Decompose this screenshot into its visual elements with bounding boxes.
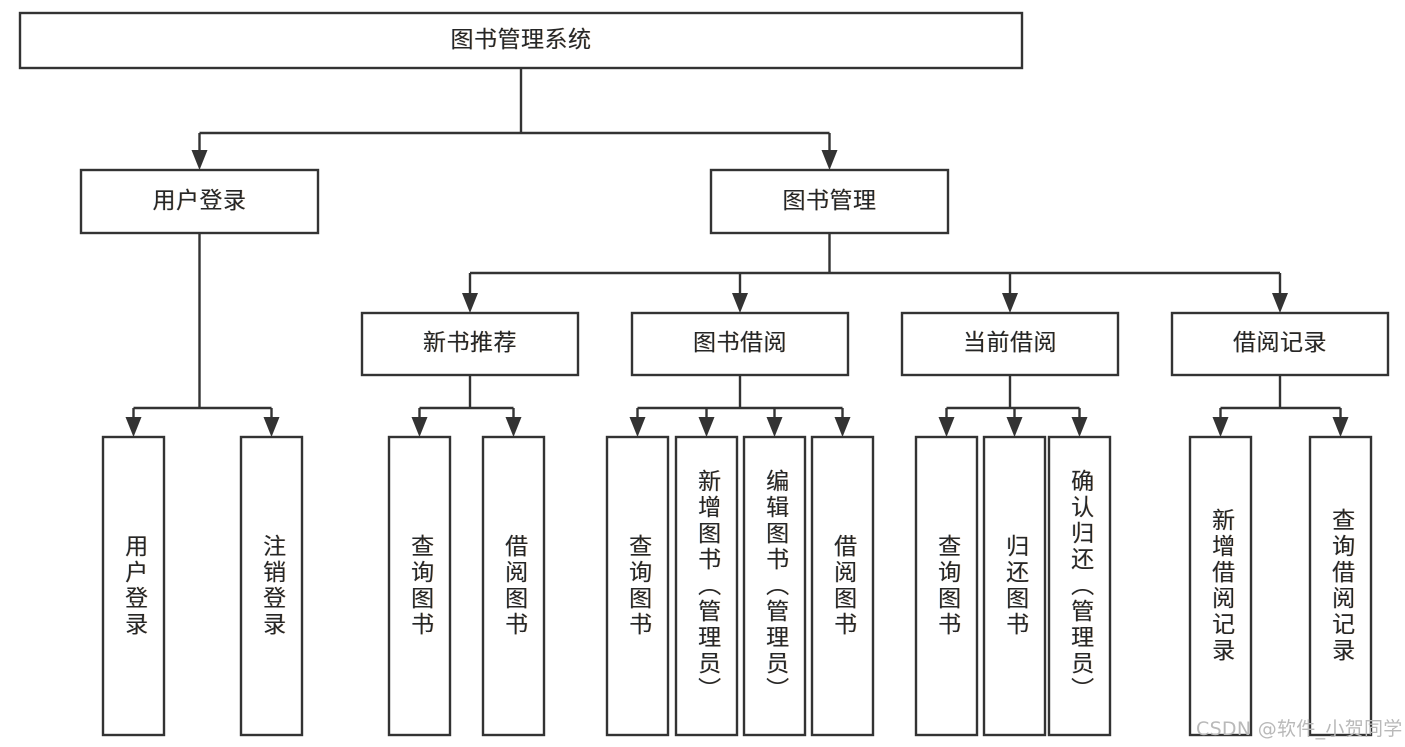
arrow-head-icon-leaf-rec-borrow xyxy=(505,417,522,437)
node-box-leaf-rec-borrow[interactable] xyxy=(481,435,546,737)
node-box-leaf-current-confirm[interactable] xyxy=(1047,435,1112,737)
arrow-head-icon-leaf-user-login xyxy=(125,417,142,437)
node-box-leaf-borrow-edit[interactable] xyxy=(742,435,807,737)
node-box-book-manage[interactable] xyxy=(709,168,950,235)
node-box-leaf-borrow-lend[interactable] xyxy=(810,435,875,737)
arrow-head-icon-book-borrow xyxy=(732,293,748,313)
arrow-head-icon-leaf-borrow-lend xyxy=(834,417,851,437)
arrow-head-icon-leaf-current-query xyxy=(938,417,955,437)
arrow-head-icon-leaf-borrow-edit xyxy=(766,417,783,437)
node-box-current-borrow[interactable] xyxy=(900,311,1120,377)
node-box-root[interactable] xyxy=(18,11,1024,70)
arrow-head-icon-leaf-record-add xyxy=(1212,417,1229,437)
node-box-leaf-rec-query[interactable] xyxy=(387,435,452,737)
arrow-head-icon-leaf-borrow-query xyxy=(629,417,646,437)
boxes-layer xyxy=(18,11,1390,737)
node-box-leaf-borrow-add[interactable] xyxy=(674,435,739,737)
arrow-head-icon-new-book-rec xyxy=(462,293,478,313)
connectors-layer xyxy=(125,68,1349,437)
node-box-borrow-record[interactable] xyxy=(1170,311,1390,377)
arrow-head-icon-leaf-current-confirm xyxy=(1071,417,1088,437)
node-box-new-book-rec[interactable] xyxy=(360,311,580,377)
node-box-leaf-record-query[interactable] xyxy=(1308,435,1373,737)
arrow-head-icon-user-login xyxy=(191,150,208,170)
arrow-head-icon-leaf-current-return xyxy=(1006,417,1023,437)
node-box-leaf-user-logout[interactable] xyxy=(239,435,304,737)
node-box-leaf-user-login[interactable] xyxy=(101,435,166,737)
node-box-leaf-current-return[interactable] xyxy=(982,435,1047,737)
arrow-head-icon-borrow-record xyxy=(1272,293,1288,313)
node-box-leaf-borrow-query[interactable] xyxy=(605,435,670,737)
node-box-leaf-current-query[interactable] xyxy=(914,435,979,737)
arrow-head-icon-leaf-record-query xyxy=(1332,417,1349,437)
arrow-head-icon-current-borrow xyxy=(1002,293,1018,313)
arrow-head-icon-leaf-borrow-add xyxy=(698,417,715,437)
node-box-user-login[interactable] xyxy=(79,168,320,235)
arrow-head-icon-leaf-user-logout xyxy=(263,417,280,437)
arrow-head-icon-leaf-rec-query xyxy=(411,417,428,437)
node-box-leaf-record-add[interactable] xyxy=(1188,435,1253,737)
arrow-head-icon-book-manage xyxy=(821,150,838,170)
csdn-watermark: CSDN @软件_小贺同学 xyxy=(1196,718,1403,740)
node-box-book-borrow[interactable] xyxy=(630,311,850,377)
